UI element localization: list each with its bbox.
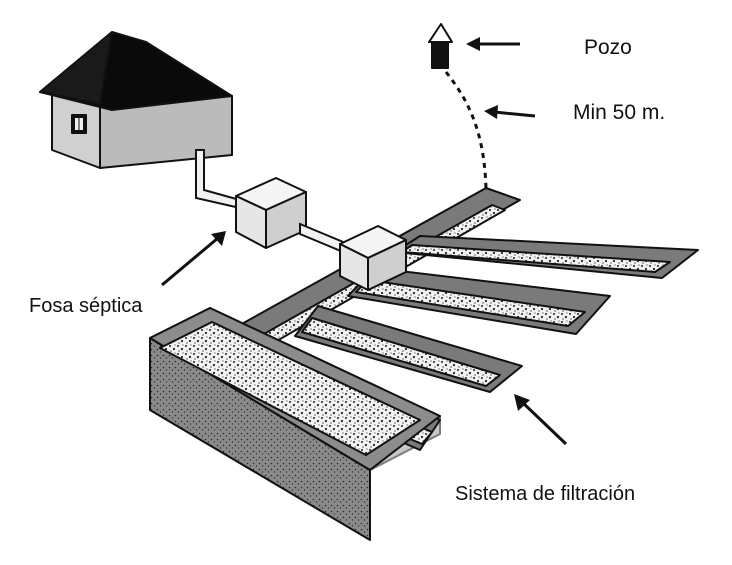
trench-arm-3-gravel (301, 317, 501, 387)
septic-tank (235, 177, 307, 249)
well-label: Pozo (584, 36, 632, 59)
arrow-fosa (161, 231, 226, 287)
arrow-sistema (514, 394, 568, 446)
pipe-house-to-tank (195, 149, 241, 210)
well-icon (428, 23, 453, 69)
trench-arm-2-gravel (355, 279, 586, 327)
filtration-system-label: Sistema de filtración (455, 483, 636, 505)
arrow-min (484, 105, 536, 119)
septic-tank-label: Fosa séptica (29, 295, 143, 317)
distance-line (444, 71, 488, 189)
house-icon (39, 31, 233, 169)
arrow-pozo (466, 37, 520, 51)
distance-label: Min 50 m. (573, 101, 666, 124)
distribution-box (339, 225, 407, 291)
filtration-field (149, 187, 699, 541)
front-wall-gravel (159, 321, 421, 456)
